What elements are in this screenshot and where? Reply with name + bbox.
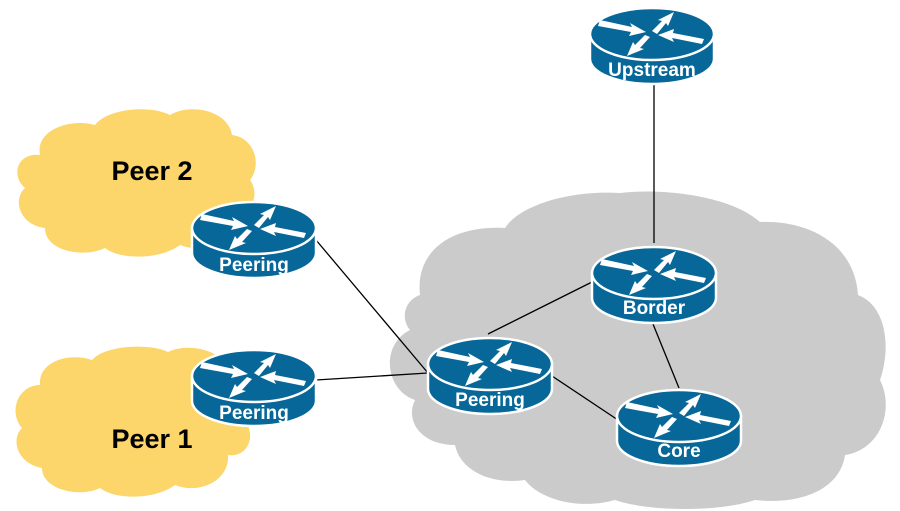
router-peering-peer1[interactable]: Peering bbox=[190, 348, 318, 428]
link-peering-core-core bbox=[551, 375, 619, 421]
peer2-label: Peer 2 bbox=[111, 156, 192, 186]
network-cloud-shape bbox=[389, 191, 886, 509]
link-border-core bbox=[652, 323, 680, 389]
router-upstream-label: Upstream bbox=[608, 60, 696, 81]
link-peering-peer1-peering-core bbox=[315, 372, 429, 381]
router-core[interactable]: Core bbox=[615, 388, 743, 468]
router-border[interactable]: Border bbox=[590, 245, 718, 325]
router-upstream[interactable]: Upstream bbox=[588, 6, 716, 86]
router-core-label: Core bbox=[657, 441, 700, 462]
router-peering-peer2[interactable]: Peering bbox=[190, 200, 318, 280]
router-peering-core[interactable]: Peering bbox=[426, 336, 554, 416]
network-cloud bbox=[389, 191, 886, 509]
peer1-label: Peer 1 bbox=[111, 424, 192, 454]
router-border-label: Border bbox=[623, 298, 686, 319]
router-peering-core-label: Peering bbox=[455, 390, 525, 411]
links bbox=[315, 85, 680, 421]
link-peering-core-border bbox=[487, 281, 593, 335]
link-peering-peer2-peering-core bbox=[315, 239, 429, 374]
router-peering-peer1-label: Peering bbox=[219, 403, 289, 424]
router-peering-peer2-label: Peering bbox=[219, 255, 289, 276]
